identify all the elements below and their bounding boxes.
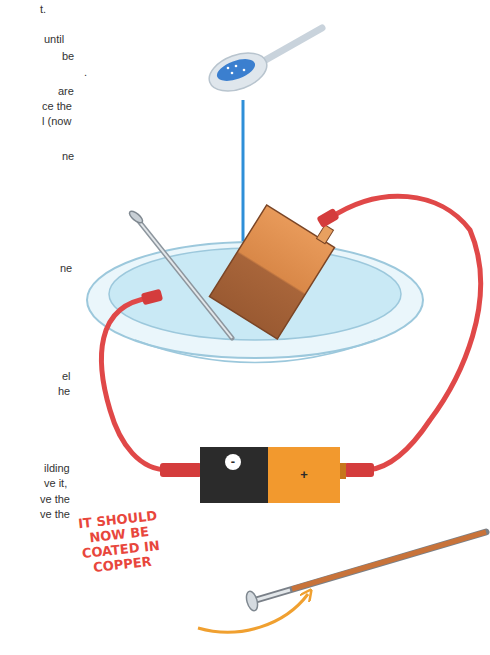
clip xyxy=(141,289,163,306)
text-fragment: ne xyxy=(60,262,72,275)
nail xyxy=(128,209,232,338)
copper-plate xyxy=(209,193,341,339)
text-fragment: l (now xyxy=(42,115,71,128)
handwritten-note: IT SHOULD NOW BE COATED IN COPPER xyxy=(71,507,169,576)
wire xyxy=(101,298,168,470)
terminal-sign: - xyxy=(226,455,240,468)
text-fragment: be xyxy=(62,50,74,63)
text-fragment: ve the xyxy=(40,508,70,521)
clip xyxy=(316,208,339,228)
text-fragment: ilding xyxy=(44,462,70,475)
spoon xyxy=(204,28,322,98)
text-fragment: ve it, xyxy=(44,477,67,490)
text-fragment: are xyxy=(58,85,74,98)
text-fragment: el xyxy=(62,370,71,383)
text-fragment: until xyxy=(44,33,64,46)
text-fragment: he xyxy=(58,385,70,398)
coated-nail xyxy=(244,532,486,612)
battery xyxy=(160,447,374,503)
text-fragment: ve the xyxy=(40,493,70,506)
terminal-sign: + xyxy=(297,468,311,481)
pointer-arrow xyxy=(198,594,308,632)
text-fragment: ne xyxy=(62,150,74,163)
text-fragment: . xyxy=(84,66,87,79)
wire xyxy=(330,196,481,470)
text-fragment: t. xyxy=(40,3,46,16)
text-fragment: ce the xyxy=(42,100,72,113)
